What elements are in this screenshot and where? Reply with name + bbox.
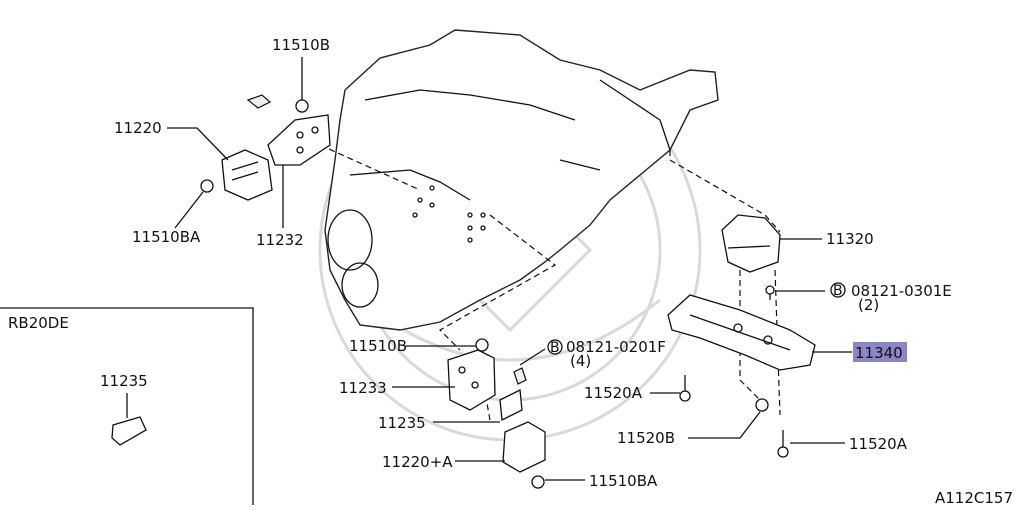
- part-highlight: [853, 342, 907, 362]
- label-11510ba-left[interactable]: 11510BA: [132, 228, 201, 246]
- crossmember-11340: [667, 294, 816, 371]
- lower-mount-group: [447, 338, 546, 489]
- bolt-marker-icon: [547, 339, 563, 355]
- label-08121-0301e[interactable]: 08121-0301E: [851, 282, 952, 300]
- label-11220-a[interactable]: 11220+A: [382, 453, 453, 471]
- inset-title: RB20DE: [8, 314, 69, 332]
- label-11510ba-bottom[interactable]: 11510BA: [589, 472, 658, 490]
- label-11510b-mid[interactable]: 11510B: [349, 337, 407, 355]
- label-11235[interactable]: 11235: [378, 414, 426, 432]
- label-11320[interactable]: 11320: [826, 230, 874, 248]
- label-08121-0201f-qty: (4): [570, 352, 591, 370]
- leader-lines: [167, 57, 852, 481]
- rear-mount-group: [721, 214, 781, 300]
- rb20de-inset: RB20DE 11235: [0, 307, 254, 505]
- label-11340[interactable]: 11340: [855, 344, 903, 362]
- bolt-marker-label: B: [550, 340, 560, 356]
- label-11520b[interactable]: 11520B: [617, 429, 675, 447]
- label-11520a-right[interactable]: 11520A: [849, 435, 908, 453]
- label-08121-0201f[interactable]: 08121-0201F: [566, 338, 666, 356]
- label-08121-0301e-qty: (2): [858, 296, 879, 314]
- label-11220[interactable]: 11220: [114, 119, 162, 137]
- label-11510b-top[interactable]: 11510B: [272, 36, 330, 54]
- label-11232[interactable]: 11232: [256, 231, 304, 249]
- engine-transmission-outline: [324, 29, 719, 331]
- left-mount-group: [200, 94, 331, 201]
- label-11520a-left[interactable]: 11520A: [584, 384, 643, 402]
- diagram-code: A112C157: [935, 489, 1013, 507]
- bolts: [679, 375, 789, 458]
- label-11233[interactable]: 11233: [339, 379, 387, 397]
- bolt-marker-label: B: [833, 283, 843, 299]
- bolt-marker-icon: [830, 282, 846, 298]
- inset-label-11235[interactable]: 11235: [100, 372, 148, 390]
